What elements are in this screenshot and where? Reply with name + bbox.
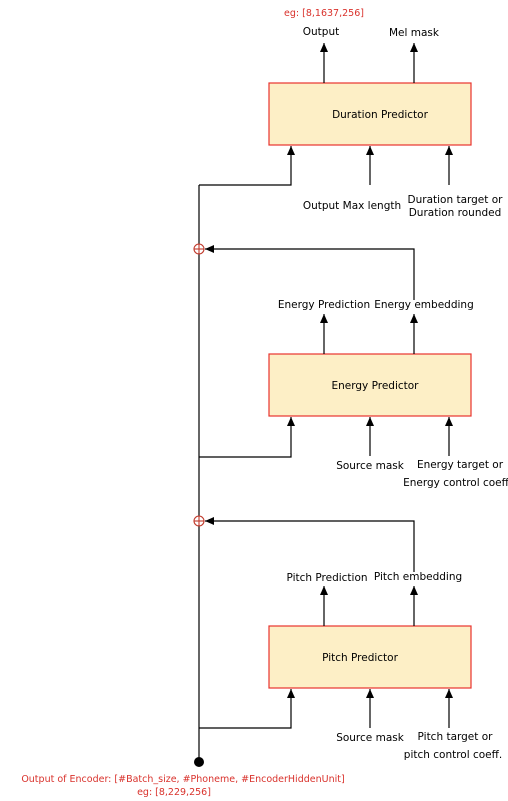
duration-predictor-title: Duration Predictor [332,109,429,121]
energy-embedding-label: Energy embedding [374,299,473,311]
pitch-predictor-block [268,625,472,689]
energy-target-label-line1: Energy target or [417,459,504,471]
pitch-embedding-label: Pitch embedding [374,571,462,583]
energy-source-mask-label: Source mask [336,460,405,472]
output-shape-annotation: eg: [8,1637,256] [284,8,364,19]
pitch-prediction-label: Pitch Prediction [286,572,367,584]
duration-output-label: Output [303,26,339,38]
encoder-example-shape: eg: [8,229,256] [137,787,211,798]
main-flow-lines [198,146,415,760]
energy-target-label-line2: Energy control coeff [403,477,508,489]
energy-embedding-feedback [205,245,415,300]
energy-predictor-block [268,353,472,417]
duration-mel-mask-label: Mel mask [389,27,440,39]
duration-target-label-line2: Duration rounded [409,207,502,219]
encoder-output-label: Output of Encoder: [#Batch_size, #Phonem… [21,774,344,785]
duration-predictor-group: Duration Predictor Output Mel mask Outpu… [268,26,504,219]
encoder-input-node-icon [194,757,204,767]
pitch-predictor-title: Pitch Predictor [322,652,398,664]
energy-prediction-label: Energy Prediction [278,299,370,311]
pitch-input-connector [199,689,295,729]
pitch-predictor-group: Pitch Predictor Pitch Prediction Pitch e… [268,571,502,761]
duration-target-label-line1: Duration target or [408,194,504,206]
pitch-embedding-feedback [205,517,415,572]
duration-input-connector [199,146,295,186]
energy-predictor-title: Energy Predictor [331,380,419,392]
pitch-target-label-line1: Pitch target or [418,731,494,743]
pitch-target-label-line2: pitch control coeff. [404,749,502,761]
adder-icon [193,243,205,255]
adder-icon [193,515,205,527]
duration-max-length-label: Output Max length [303,200,401,212]
energy-predictor-group: Energy Predictor Energy Prediction Energ… [268,299,508,489]
duration-predictor-block [268,82,472,146]
pitch-source-mask-label: Source mask [336,732,405,744]
energy-input-connector [199,417,295,458]
